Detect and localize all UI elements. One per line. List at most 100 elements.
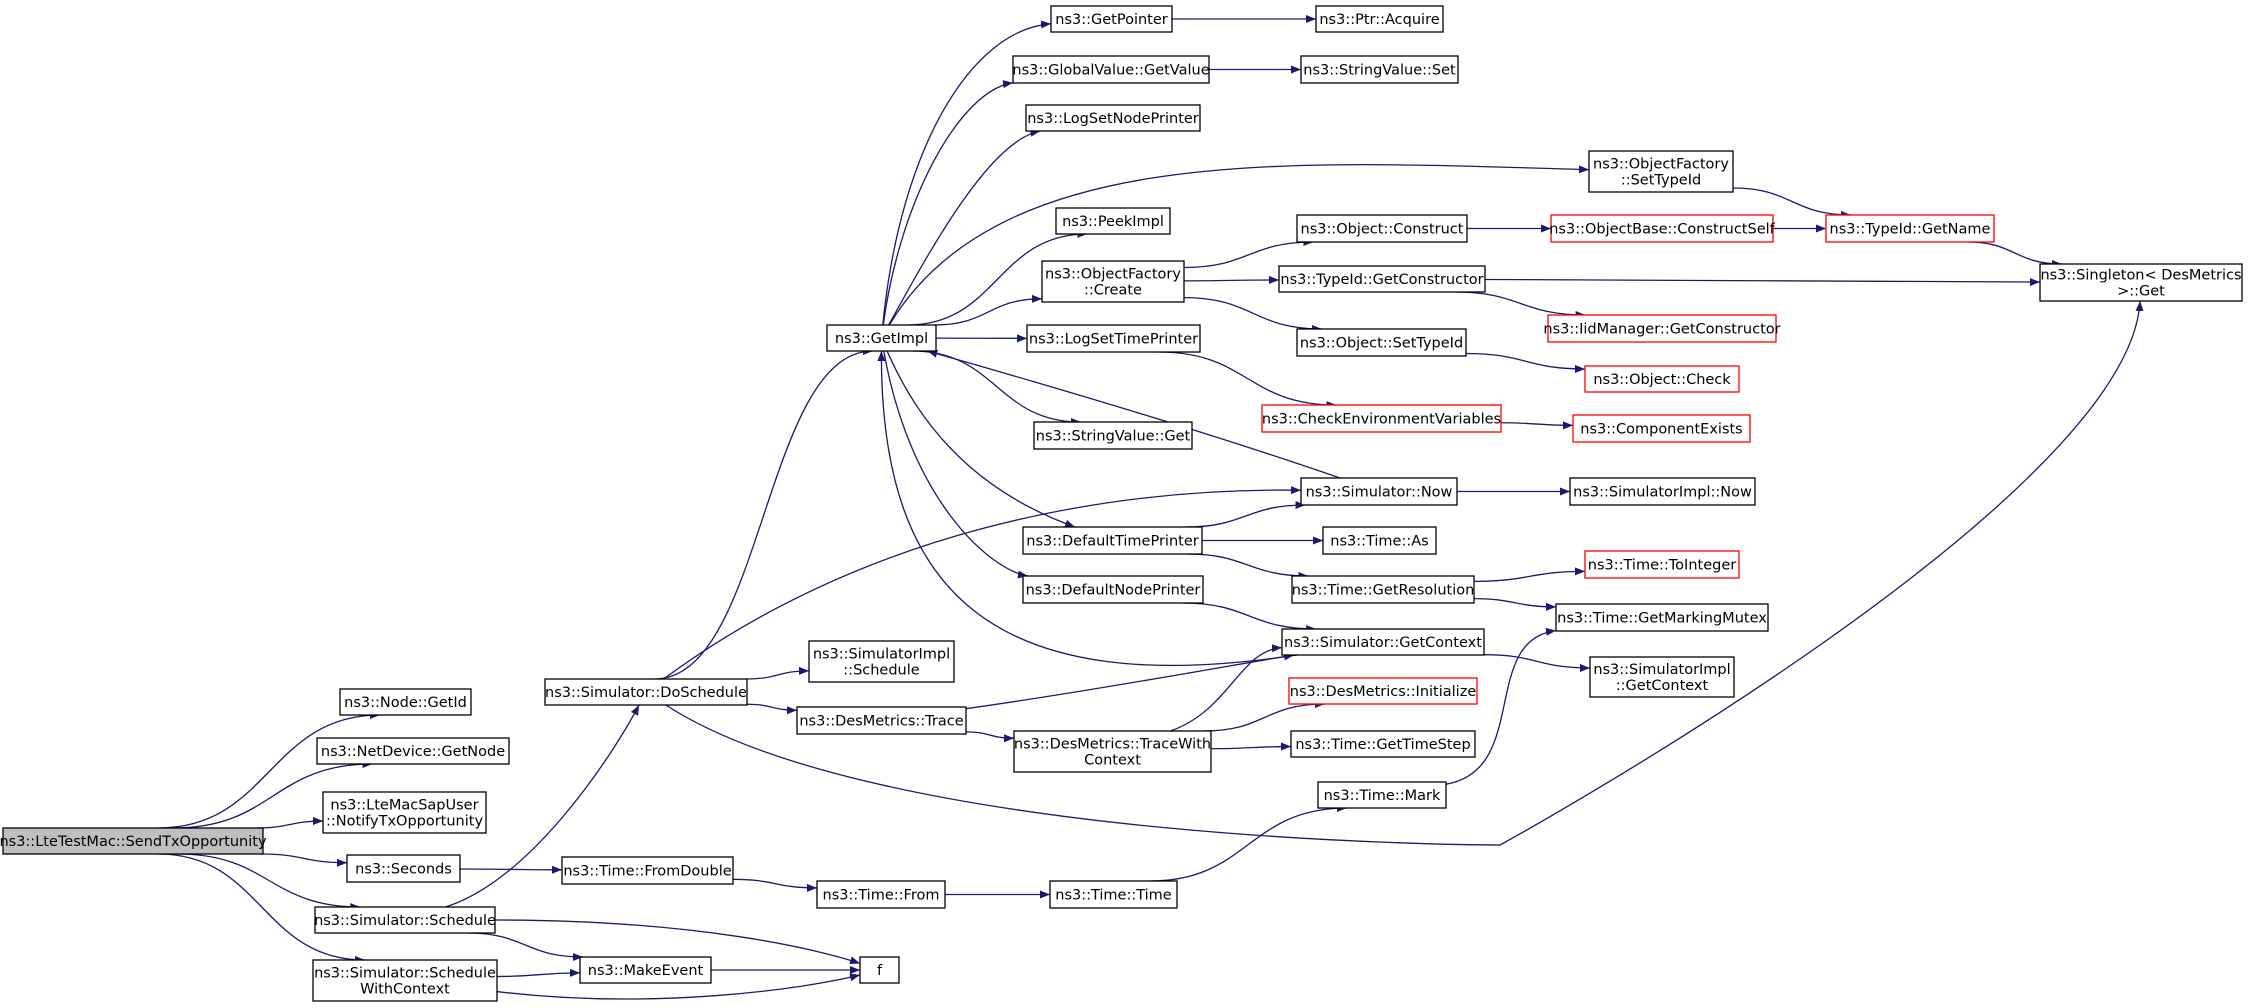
node-time-mark[interactable]: ns3::Time::Mark xyxy=(1317,781,1447,809)
node-desmetrics-init[interactable]: ns3::DesMetrics::Initialize xyxy=(1288,677,1478,705)
node-sim-now[interactable]: ns3::Simulator::Now xyxy=(1300,477,1458,506)
node-notify-tx[interactable]: ns3::LteMacSapUser::NotifyTxOpportunity xyxy=(322,791,487,834)
node-box[interactable] xyxy=(1569,477,1756,506)
node-of-settypeid[interactable]: ns3::ObjectFactory::SetTypeId xyxy=(1588,150,1734,193)
node-do-schedule[interactable]: ns3::Simulator::DoSchedule xyxy=(544,678,748,706)
node-box[interactable] xyxy=(1584,365,1740,393)
node-box[interactable] xyxy=(544,678,748,706)
node-box[interactable] xyxy=(1041,260,1185,303)
node-box[interactable] xyxy=(1022,526,1203,555)
node-box[interactable] xyxy=(1050,5,1173,33)
node-box[interactable] xyxy=(1022,575,1204,604)
node-time-as[interactable]: ns3::Time::As xyxy=(1322,526,1437,555)
node-gv-getvalue[interactable]: ns3::GlobalValue::GetValue xyxy=(1012,55,1210,84)
node-box[interactable] xyxy=(314,906,496,934)
node-box[interactable] xyxy=(1290,730,1476,758)
node-box[interactable] xyxy=(1055,207,1171,235)
node-box[interactable] xyxy=(1555,603,1769,632)
node-box[interactable] xyxy=(312,959,498,1002)
node-singleton-get[interactable]: ns3::Singleton< DesMetrics >::Get xyxy=(2039,263,2243,302)
node-box[interactable] xyxy=(1281,628,1485,656)
node-box[interactable] xyxy=(1296,214,1468,243)
node-box[interactable] xyxy=(1547,314,1777,343)
node-simimpl-schedule[interactable]: ns3::SimulatorImpl::Schedule xyxy=(808,640,955,683)
node-ptr-acquire[interactable]: ns3::Ptr::Acquire xyxy=(1315,5,1444,33)
node-box[interactable] xyxy=(1296,328,1467,357)
node-seconds[interactable]: ns3::Seconds xyxy=(346,854,461,883)
node-box[interactable] xyxy=(1049,880,1178,909)
node-box[interactable] xyxy=(1317,781,1447,809)
node-componentexists[interactable]: ns3::ComponentExists xyxy=(1572,414,1751,443)
node-box[interactable] xyxy=(816,880,946,909)
node-time-time[interactable]: ns3::Time::Time xyxy=(1049,880,1178,909)
node-stringvalue-get[interactable]: ns3::StringValue::Get xyxy=(1033,421,1193,450)
node-box[interactable] xyxy=(1550,214,1774,243)
node-box[interactable] xyxy=(1288,677,1478,705)
node-box[interactable] xyxy=(1322,526,1437,555)
node-box[interactable] xyxy=(796,706,967,735)
node-box[interactable] xyxy=(561,856,734,885)
node-box[interactable] xyxy=(1033,421,1193,450)
node-box[interactable] xyxy=(859,956,900,984)
node-box[interactable] xyxy=(1026,324,1201,353)
node-desmetrics-trace[interactable]: ns3::DesMetrics::Trace xyxy=(796,706,967,735)
node-box[interactable] xyxy=(2,827,264,855)
node-box[interactable] xyxy=(579,956,712,984)
node-object-check[interactable]: ns3::Object::Check xyxy=(1584,365,1740,393)
node-logsetnodeprinter[interactable]: ns3::LogSetNodePrinter xyxy=(1025,104,1201,132)
node-netdev-getnode[interactable]: ns3::NetDevice::GetNode xyxy=(316,737,510,765)
node-box[interactable] xyxy=(1572,414,1751,443)
node-box[interactable] xyxy=(2039,263,2243,302)
node-time-getmarkingmutex[interactable]: ns3::Time::GetMarkingMutex xyxy=(1555,603,1769,632)
node-box[interactable] xyxy=(322,791,487,834)
node-box[interactable] xyxy=(346,854,461,883)
node-sim-getctx[interactable]: ns3::Simulator::GetContext xyxy=(1281,628,1485,656)
node-object-settypeid[interactable]: ns3::Object::SetTypeId xyxy=(1296,328,1467,357)
node-object-construct[interactable]: ns3::Object::Construct xyxy=(1296,214,1468,243)
node-box[interactable] xyxy=(1825,214,1995,243)
node-getpointer[interactable]: ns3::GetPointer xyxy=(1050,5,1173,33)
node-typeid-getname[interactable]: ns3::TypeId::GetName xyxy=(1825,214,1995,243)
node-box[interactable] xyxy=(339,688,472,716)
node-logsettimeprinter[interactable]: ns3::LogSetTimePrinter xyxy=(1026,324,1201,353)
node-box[interactable] xyxy=(1278,265,1486,293)
node-peekimpl[interactable]: ns3::PeekImpl xyxy=(1055,207,1171,235)
node-box[interactable] xyxy=(1584,550,1740,579)
node-box[interactable] xyxy=(1013,730,1212,773)
node-box[interactable] xyxy=(1589,656,1735,698)
node-checkenv[interactable]: ns3::CheckEnvironmentVariables xyxy=(1261,404,1502,433)
node-defaulttimeprinter[interactable]: ns3::DefaultTimePrinter xyxy=(1022,526,1203,555)
node-make-event[interactable]: ns3::MakeEvent xyxy=(579,956,712,984)
node-iidmanager-getctor[interactable]: ns3::IidManager::GetConstructor xyxy=(1543,314,1781,343)
node-time-gettimestep[interactable]: ns3::Time::GetTimeStep xyxy=(1290,730,1476,758)
node-time-from[interactable]: ns3::Time::From xyxy=(816,880,946,909)
node-box[interactable] xyxy=(1291,575,1475,604)
node-node-getid[interactable]: ns3::Node::GetId xyxy=(339,688,472,716)
node-of-create[interactable]: ns3::ObjectFactory::Create xyxy=(1041,260,1185,303)
node-box[interactable] xyxy=(316,737,510,765)
node-objectbase-constructself[interactable]: ns3::ObjectBase::ConstructSelf xyxy=(1549,214,1776,243)
node-box[interactable] xyxy=(808,640,955,683)
node-sim-schedule[interactable]: ns3::Simulator::Schedule xyxy=(314,906,496,934)
node-defaultnodeprinter[interactable]: ns3::DefaultNodePrinter xyxy=(1022,575,1204,604)
node-typeid-getctor[interactable]: ns3::TypeId::GetConstructor xyxy=(1278,265,1486,293)
node-box[interactable] xyxy=(826,324,937,352)
node-time-tointeger[interactable]: ns3::Time::ToInteger xyxy=(1584,550,1740,579)
node-stringvalue-set[interactable]: ns3::StringValue::Set xyxy=(1300,55,1459,84)
node-box[interactable] xyxy=(1588,150,1734,193)
node-box[interactable] xyxy=(1315,5,1444,33)
node-box[interactable] xyxy=(1300,55,1459,84)
node-box[interactable] xyxy=(1025,104,1201,132)
node-send-tx[interactable]: ns3::LteTestMac::SendTxOpportunity xyxy=(0,827,267,855)
node-simimpl-now[interactable]: ns3::SimulatorImpl::Now xyxy=(1569,477,1756,506)
node-box[interactable] xyxy=(1012,55,1210,84)
node-box[interactable] xyxy=(1300,477,1458,506)
node-box[interactable] xyxy=(1261,404,1502,433)
node-f[interactable]: f xyxy=(859,956,900,984)
node-simimpl-getctx[interactable]: ns3::SimulatorImpl::GetContext xyxy=(1589,656,1735,698)
node-time-fromdouble[interactable]: ns3::Time::FromDouble xyxy=(561,856,734,885)
node-time-getres[interactable]: ns3::Time::GetResolution xyxy=(1291,575,1475,604)
node-getimpl[interactable]: ns3::GetImpl xyxy=(826,324,937,352)
